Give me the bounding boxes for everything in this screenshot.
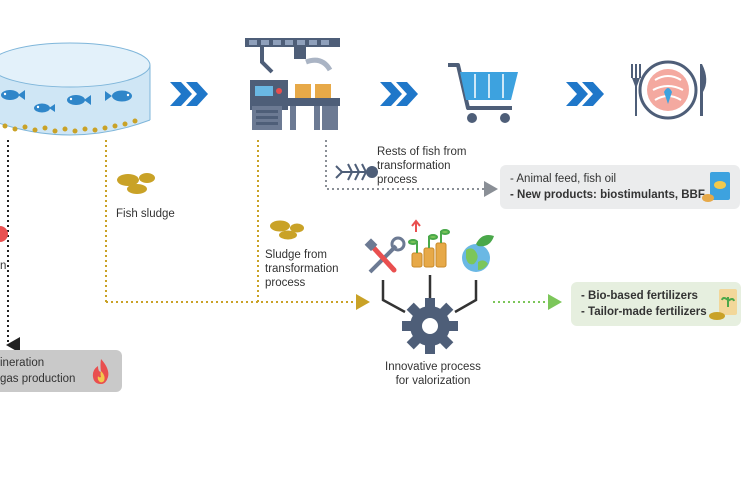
double-chevron-icon — [170, 82, 208, 106]
sludge-pile-icon — [270, 220, 304, 240]
shopping-cart-icon — [448, 63, 518, 123]
partial-red-icon — [0, 226, 8, 242]
gear-icon — [402, 298, 458, 354]
green-globe-icon — [462, 235, 494, 272]
products-box: - Animal feed, fish oil - New products: … — [500, 165, 740, 209]
cut-off-label: n — [0, 260, 7, 272]
tools-icon — [364, 236, 406, 274]
fish-bone-icon — [335, 163, 378, 181]
rests-flow-line — [325, 140, 498, 197]
fertilizers-box: - Bio-based fertilizers - Tailor-made fe… — [571, 282, 741, 326]
processing-factory-icon — [245, 38, 340, 130]
fertilizer-bag-icon — [709, 289, 737, 320]
double-chevron-icon — [566, 82, 604, 106]
double-chevron-icon — [380, 82, 418, 106]
fertilizers-line-1: - Bio-based fertilizers — [581, 290, 698, 302]
incineration-line-1: ineration — [0, 357, 45, 369]
sludge-pile-icon — [117, 173, 155, 194]
fertilizers-line-2: - Tailor-made fertilizers — [581, 306, 707, 318]
incineration-line-2: gas production — [0, 373, 76, 385]
fire-icon — [92, 359, 109, 384]
growth-coins-icon — [408, 219, 450, 268]
fish-sludge-label: Fish sludge — [116, 208, 175, 220]
innovative-process-label: Innovative process for valorization — [385, 361, 481, 387]
products-line-1: - Animal feed, fish oil — [510, 173, 617, 185]
incineration-box: ineration gas production — [0, 350, 122, 392]
rests-label: Rests of fish from transformation proces… — [377, 146, 467, 186]
products-line-2: - New products: biostimulants, BBF — [510, 189, 705, 201]
sludge-transformation-label: Sludge from transformation process — [265, 249, 339, 289]
fish-feed-bag-icon — [702, 172, 730, 202]
fish-plate-icon — [631, 60, 707, 120]
fish-tank-icon — [0, 42, 151, 136]
process-connectors — [381, 275, 478, 314]
